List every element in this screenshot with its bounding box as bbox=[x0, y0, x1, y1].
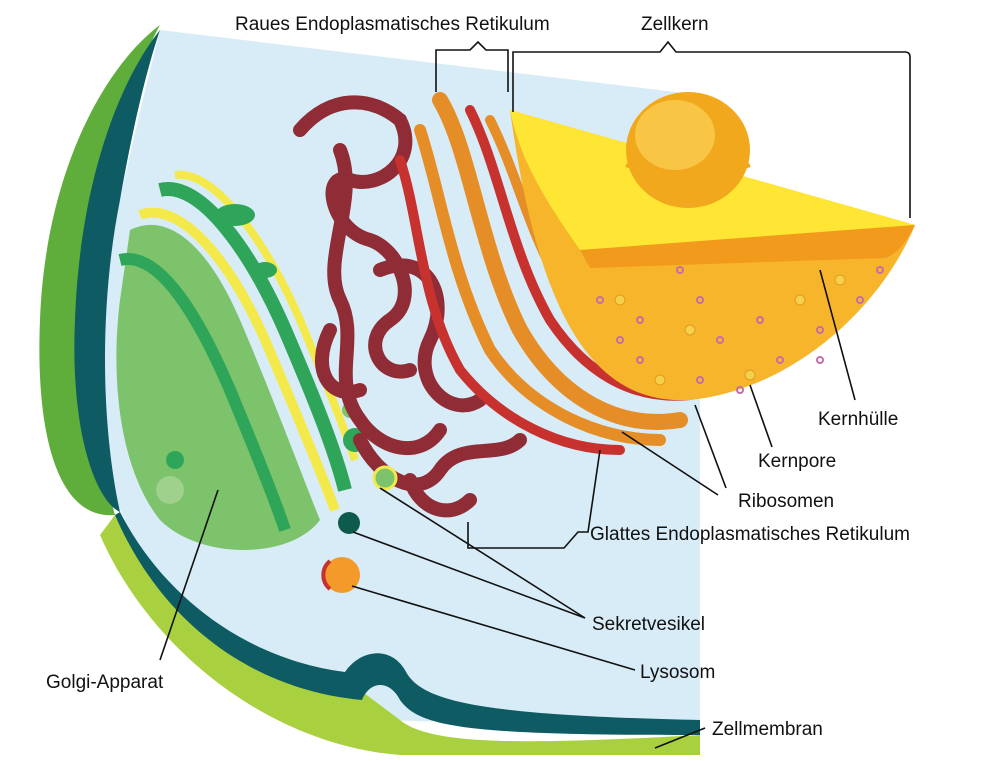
label-ribosomes: Ribosomen bbox=[738, 492, 834, 511]
label-golgi: Golgi-Apparat bbox=[46, 673, 163, 692]
label-nuclear-pore: Kernpore bbox=[758, 452, 836, 471]
label-nucleus: Zellkern bbox=[641, 15, 709, 34]
label-lysosome: Lysosom bbox=[640, 663, 715, 682]
label-secretory-vesicle: Sekretvesikel bbox=[592, 615, 705, 634]
label-rough-er: Raues Endoplasmatisches Retikulum bbox=[235, 15, 550, 34]
secretory-vesicle-upper bbox=[374, 467, 396, 489]
label-cell-membrane: Zellmembran bbox=[712, 720, 823, 739]
label-nuclear-envelope: Kernhülle bbox=[818, 410, 898, 429]
secretory-vesicle-lower bbox=[338, 512, 360, 534]
label-smooth-er: Glattes Endoplasmatisches Retikulum bbox=[590, 525, 910, 544]
